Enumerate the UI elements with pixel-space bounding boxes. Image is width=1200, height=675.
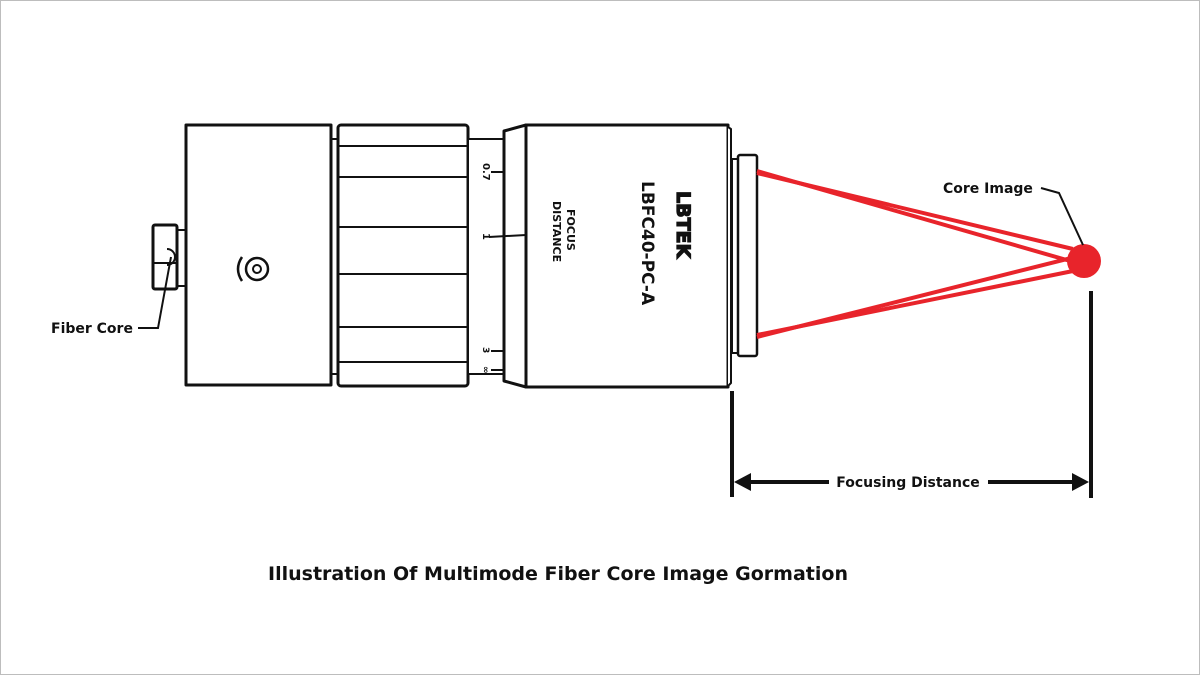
scale-mark: ∞ (480, 366, 490, 374)
scale-mark: 1 (480, 233, 491, 240)
model-number: LBFC40-PC-A (637, 181, 657, 306)
focus-collar (467, 138, 506, 375)
focusing-distance-label: Focusing Distance (836, 475, 980, 491)
core-image-label: Core Image (943, 181, 1033, 197)
diagram-title: Illustration Of Multimode Fiber Core Ima… (268, 563, 848, 585)
distance-label: DISTANCE (550, 201, 563, 262)
brand-logo: LBTEK (672, 191, 694, 260)
light-beam (756, 169, 1092, 339)
lock-nut (336, 123, 470, 388)
scale-mark: 0.7 (480, 163, 491, 181)
fiber-core-label: Fiber Core (51, 321, 133, 337)
focus-label: FOCUS (564, 209, 577, 251)
rear-body (184, 123, 333, 387)
core-image-leader (1040, 187, 1084, 246)
scale-mark: 3 (480, 347, 490, 353)
main-body (524, 123, 730, 389)
focusing-distance-dimension (730, 291, 1093, 498)
fiber-core-leader (138, 256, 172, 329)
set-screw-icon (236, 256, 270, 282)
fiber-connector-cap (151, 223, 187, 291)
core-image-spot (1067, 244, 1101, 278)
front-lens-ring (731, 153, 759, 358)
